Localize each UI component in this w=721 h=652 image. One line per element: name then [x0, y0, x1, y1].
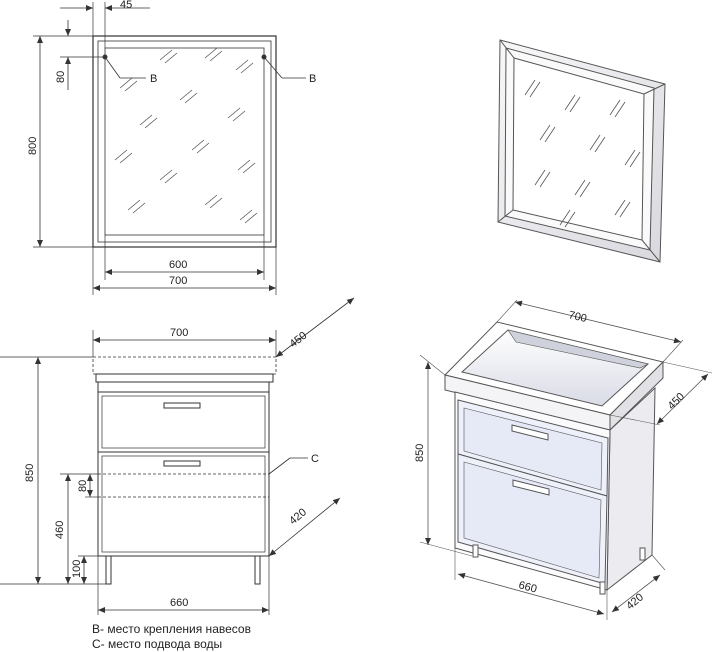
- legend-c: C- место подвода воды: [92, 637, 223, 651]
- dim-mirror-offset: 45: [120, 0, 132, 11]
- dim-mirror-hook-height: 80: [55, 71, 67, 83]
- dim-cabinet-body-depth: 420: [287, 506, 309, 527]
- label-c: C: [311, 453, 319, 465]
- dim-iso-width-top: 700: [567, 309, 588, 325]
- dim-cabinet-depth: 450: [287, 330, 309, 351]
- mirror-glass-hatch: [114, 47, 258, 224]
- dim-mirror-inner-width: 600: [169, 259, 187, 271]
- dim-mirror-outer-width: 700: [169, 275, 187, 287]
- iso-mirror-glass-hatch: [524, 79, 641, 228]
- dim-iso-depth-top: 450: [666, 391, 687, 412]
- dim-leg-height: 100: [71, 560, 83, 578]
- label-b-left: B: [150, 73, 157, 85]
- dim-iso-height: 850: [414, 444, 426, 462]
- dim-mirror-height: 800: [27, 137, 39, 155]
- mirror-iso-view: [497, 39, 666, 263]
- cabinet-front-view: [0, 297, 355, 615]
- dim-water-zone: 80: [77, 480, 89, 492]
- dim-iso-depth-bottom: 420: [624, 591, 646, 612]
- dim-cabinet-body-width: 660: [170, 597, 188, 609]
- mirror-front-view: [33, 2, 306, 295]
- dim-cabinet-height: 850: [24, 464, 36, 482]
- legend-b: B- место крепления навесов: [92, 622, 251, 636]
- label-b-right: B: [309, 73, 316, 85]
- dim-iso-width-bottom: 660: [517, 579, 538, 595]
- dim-water-height: 460: [54, 521, 66, 539]
- dim-cabinet-top-width: 700: [170, 327, 188, 339]
- cabinet-iso-view: [419, 299, 713, 620]
